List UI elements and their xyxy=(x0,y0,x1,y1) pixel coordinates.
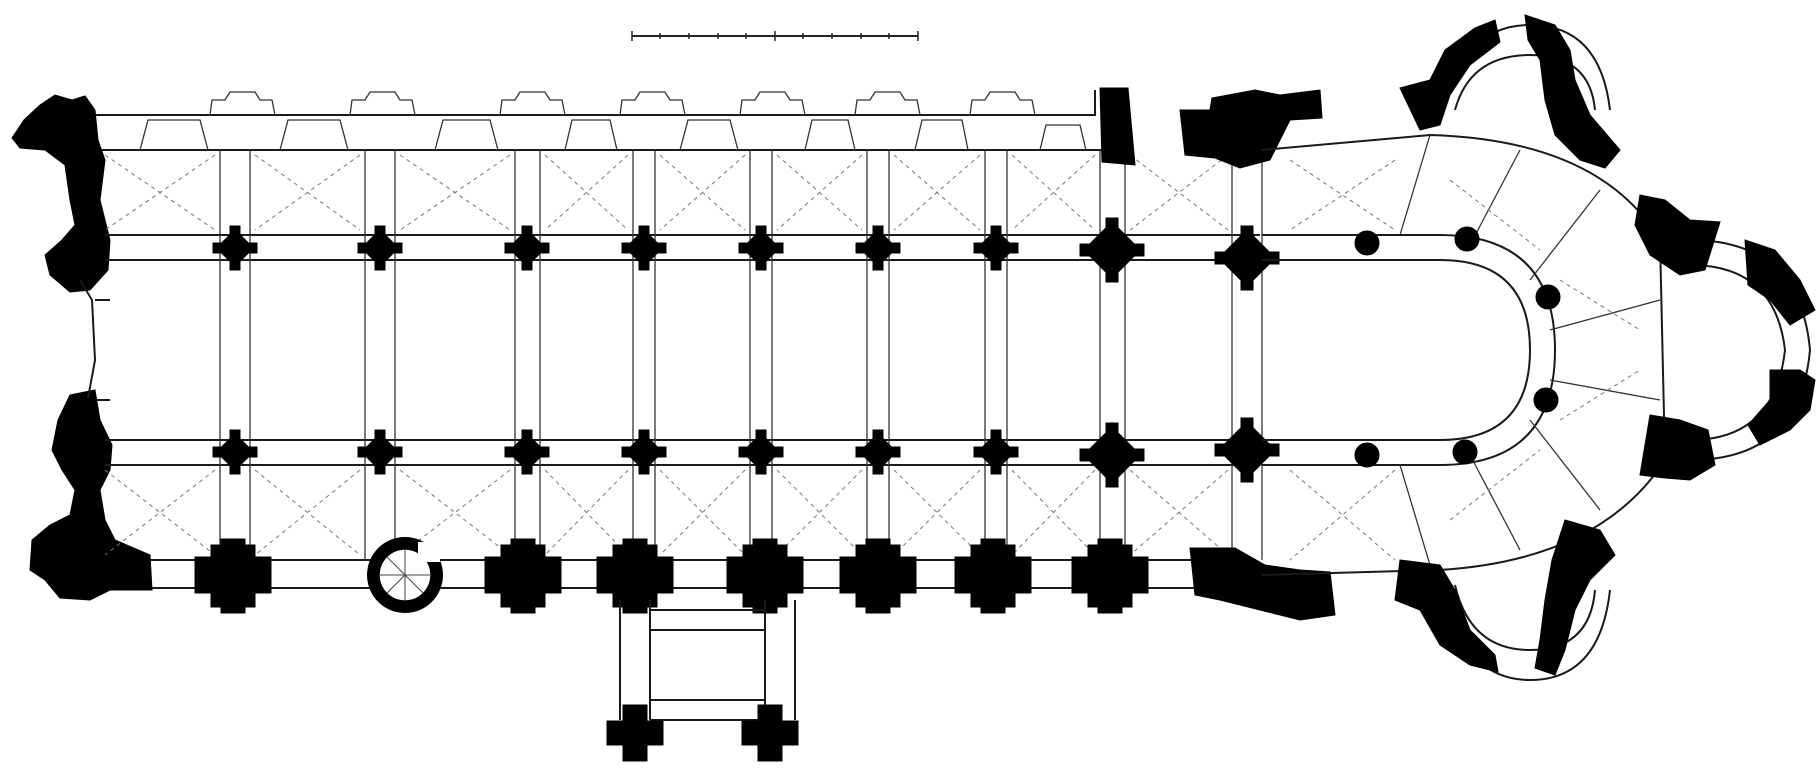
nave-arcades xyxy=(105,234,1260,466)
buttress xyxy=(596,538,674,614)
radiating-chapel-south xyxy=(1394,519,1616,682)
transverse-arches xyxy=(219,150,1263,560)
radiating-chapel-east xyxy=(1634,194,1816,481)
pier xyxy=(738,225,784,271)
north-wall xyxy=(95,90,1110,151)
spiral-staircase xyxy=(367,537,443,613)
apse-column xyxy=(1454,226,1480,252)
crossing-pier xyxy=(1079,422,1145,488)
pier xyxy=(738,429,784,475)
apse-column xyxy=(1354,442,1380,468)
buttress xyxy=(1071,538,1149,614)
apse-column xyxy=(1535,284,1561,310)
buttress xyxy=(194,538,272,614)
aisle-vault-ribs xyxy=(104,154,1229,556)
buttress xyxy=(1189,547,1336,621)
west-facade xyxy=(11,94,153,601)
radiating-chapel-north xyxy=(1399,14,1621,169)
south-arcade-piers xyxy=(212,417,1280,488)
crossing-pier xyxy=(1214,417,1280,483)
choir xyxy=(1099,14,1816,682)
north-arcade-piers xyxy=(212,217,1280,291)
buttress xyxy=(839,538,917,614)
pier xyxy=(621,429,667,475)
crossing-pier xyxy=(1079,217,1145,283)
porch-pier xyxy=(606,704,664,762)
scale-bar-ticks xyxy=(631,31,919,41)
pier xyxy=(855,225,901,271)
south-buttresses xyxy=(194,538,1336,621)
pier xyxy=(504,225,550,271)
scale-bar xyxy=(631,31,919,41)
south-porch xyxy=(606,600,799,762)
pier xyxy=(504,429,550,475)
pier xyxy=(621,225,667,271)
pier xyxy=(973,225,1019,271)
apse-column xyxy=(1354,230,1380,256)
pier xyxy=(855,429,901,475)
buttress xyxy=(954,538,1032,614)
apse-column xyxy=(1452,439,1478,465)
apse-column xyxy=(1533,387,1559,413)
porch-pier xyxy=(741,704,799,762)
pier xyxy=(973,429,1019,475)
